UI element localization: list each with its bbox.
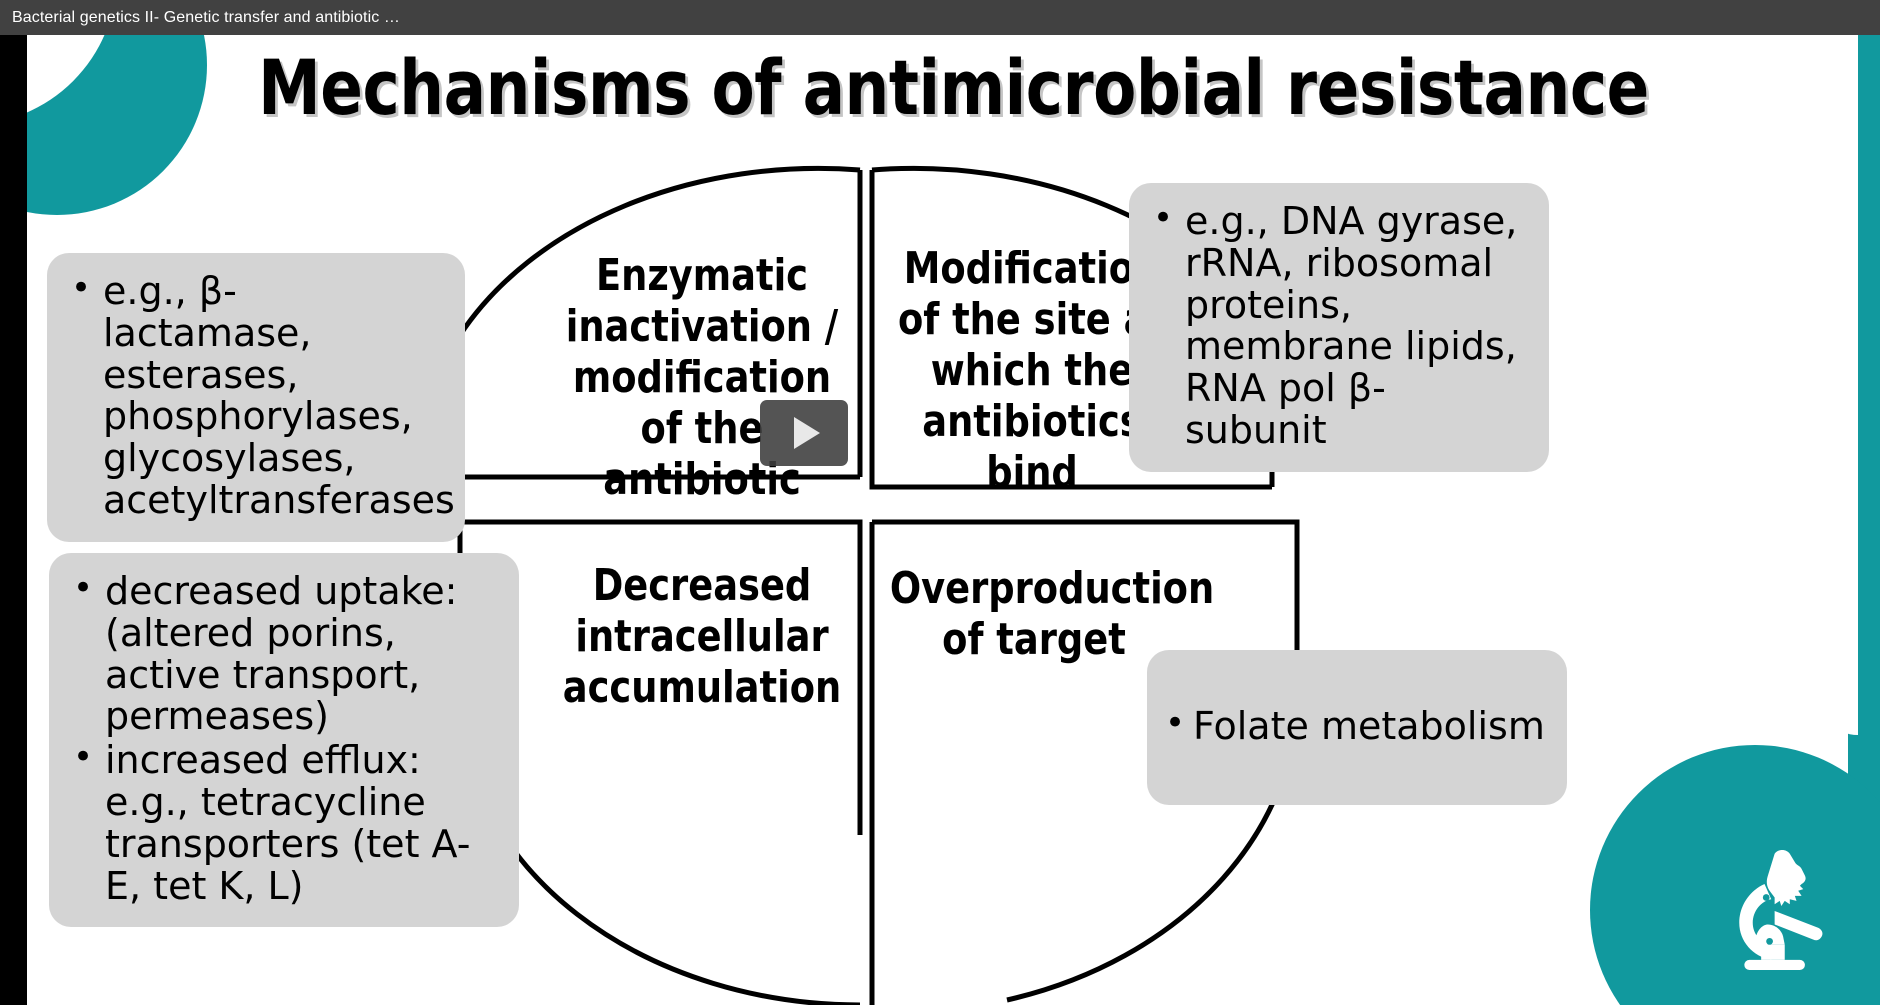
video-title: Bacterial genetics II- Genetic transfer … xyxy=(12,8,401,26)
quadrant-label-enzymatic: Enzymatic inactivation / modification of… xyxy=(565,250,839,506)
callout-targets: e.g., DNA gyrase, rRNA, ribosomal protei… xyxy=(1129,183,1549,472)
letterbox-bar-left xyxy=(0,35,27,1005)
page-title: Mechanisms of antimicrobial resistance xyxy=(258,43,1649,132)
list-item: Folate metabolism xyxy=(1165,703,1545,748)
list-item: decreased uptake: (altered porins, activ… xyxy=(67,568,497,738)
list-item: e.g., β-lactamase, esterases, phosphoryl… xyxy=(65,268,455,522)
presentation-slide: Mechanisms of antimicrobial resistance xyxy=(27,35,1880,1005)
quadrant-label-overproduction: Overproduction of target xyxy=(889,563,1215,666)
play-button[interactable] xyxy=(760,400,848,466)
video-title-bar: Bacterial genetics II- Genetic transfer … xyxy=(0,0,1880,35)
callout-uptake-list: decreased uptake: (altered porins, activ… xyxy=(67,568,497,907)
callout-targets-list: e.g., DNA gyrase, rRNA, ribosomal protei… xyxy=(1147,198,1527,452)
list-item: e.g., DNA gyrase, rRNA, ribosomal protei… xyxy=(1147,198,1527,452)
callout-enzymes: e.g., β-lactamase, esterases, phosphoryl… xyxy=(47,253,465,542)
arc-top-left xyxy=(457,165,861,337)
edge-bottom-right xyxy=(872,519,1300,675)
callout-folate: Folate metabolism xyxy=(1147,650,1567,805)
edge-top-right xyxy=(869,170,1272,490)
quadrant-label-decreased-accumulation: Decreased intracellular accumulation xyxy=(562,560,842,714)
teal-edge-mask xyxy=(1816,35,1858,735)
quadrant-label-modification: Modification of the site at which the an… xyxy=(897,243,1167,499)
edge-bottom-left xyxy=(460,519,863,835)
list-item: increased efflux: e.g., tetracycline tra… xyxy=(67,737,497,907)
callout-uptake-efflux: decreased uptake: (altered porins, activ… xyxy=(49,553,519,928)
microscope-icon xyxy=(1739,849,1823,970)
callout-enzymes-list: e.g., β-lactamase, esterases, phosphoryl… xyxy=(65,268,455,522)
callout-folate-list: Folate metabolism xyxy=(1165,703,1545,750)
play-triangle-icon xyxy=(794,417,820,449)
